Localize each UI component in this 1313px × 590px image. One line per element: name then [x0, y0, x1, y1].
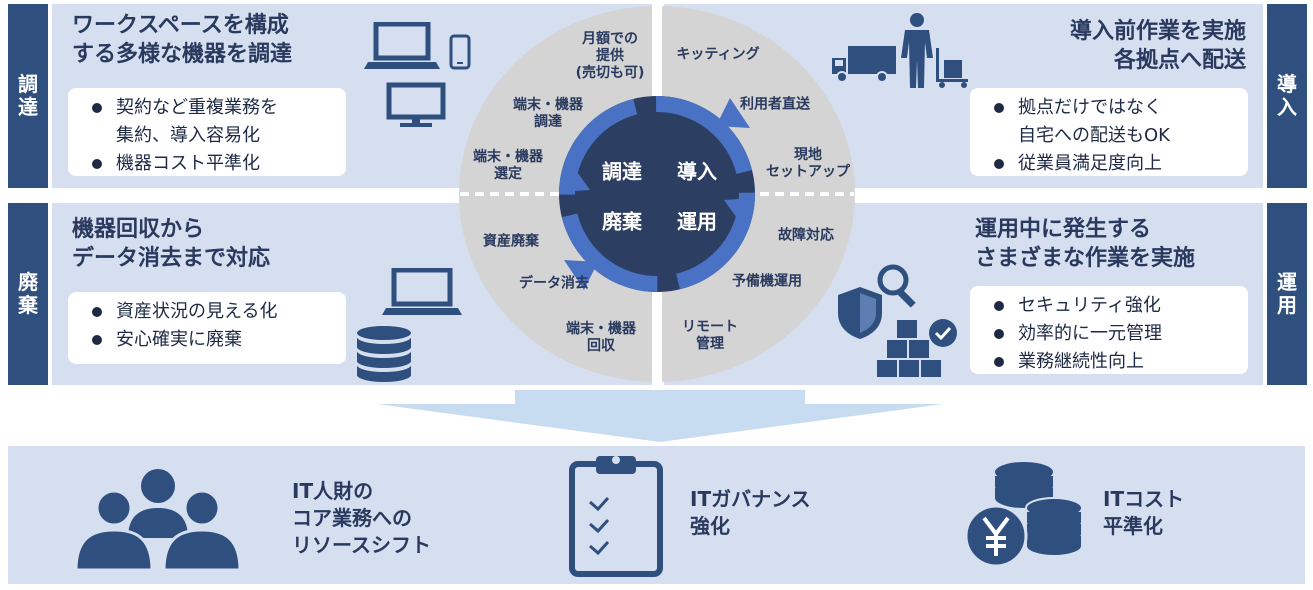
list-item: 資産状況の見える化 — [86, 298, 332, 326]
tab-procure: 調 達 — [8, 4, 48, 188]
shield-icon — [838, 287, 882, 339]
operate-title: 運用中に発生する さまざまな作業を実施 — [975, 217, 1196, 271]
core-procure: 調達 — [602, 159, 642, 184]
lifecycle-wheel — [459, 2, 855, 386]
yen-coins-icon — [964, 460, 1083, 568]
check-icon — [929, 319, 957, 347]
wheel-core — [559, 96, 755, 292]
boxes-icon — [877, 320, 941, 377]
truck-icon — [832, 46, 896, 83]
wheel-label-select: 端末・機器 選定 — [473, 149, 543, 182]
cycle-arrowhead — [560, 162, 590, 192]
list-item: 拠点だけではなく — [988, 94, 1234, 122]
deploy-title: 導入前作業を実施 各拠点へ配送 — [1069, 19, 1246, 73]
dispose-bullets: 資産状況の見える化 安心確実に廃棄 — [68, 292, 346, 364]
procure-bullets: 契約など重複業務を 集約、導入容易化 機器コスト平準化 — [68, 88, 346, 176]
wheel-label-monthly: 月額での 提供 (売切も可) — [575, 30, 645, 81]
wheel-label-direct: 利用者直送 — [740, 96, 810, 113]
magnifier-icon — [877, 264, 916, 308]
list-item: 従業員満足度向上 — [988, 150, 1234, 178]
wheel-label-remote: リモート 管理 — [682, 319, 738, 352]
core-dispose: 廃棄 — [602, 209, 642, 234]
list-item: 業務継続性向上 — [988, 348, 1234, 376]
laptop-icon — [382, 268, 462, 315]
wheel-label-onsite: 現地 セットアップ — [766, 147, 850, 180]
operate-bullets: セキュリティ強化 効率的に一元管理 業務継続性向上 — [970, 286, 1248, 374]
list-item: 集約、導入容易化 — [116, 125, 260, 146]
tab-operate: 運 用 — [1267, 203, 1307, 385]
tab-deploy: 導 入 — [1267, 4, 1307, 188]
cycle-arrowhead — [564, 260, 598, 290]
wheel-label-procure: 端末・機器 調達 — [513, 97, 583, 130]
cycle-arrowhead — [716, 98, 750, 128]
cycle-arrow-ring — [559, 96, 755, 292]
list-item: 効率的に一元管理 — [988, 320, 1234, 348]
list-item: 契約など重複業務を — [86, 94, 332, 122]
dispose-title: 機器回収から データ消去まで対応 — [72, 217, 271, 271]
wheel-label-fault: 故障対応 — [778, 227, 834, 244]
list-item: 機器コスト平準化 — [86, 150, 332, 178]
outcome-governance: ITガバナンス 強化 — [690, 487, 811, 538]
wheel-label-spare: 予備機運用 — [732, 273, 802, 290]
wheel-label-erase: データ消去 — [519, 275, 589, 292]
wheel-label-asset: 資産廃棄 — [483, 233, 539, 250]
tab-dispose: 廃 棄 — [8, 203, 48, 385]
list-item: 安心確実に廃棄 — [86, 326, 332, 354]
wheel-label-kitting: キッティング — [676, 46, 760, 63]
cycle-arrowhead — [724, 198, 754, 228]
wheel-label-collect: 端末・機器 回収 — [566, 321, 636, 354]
down-arrow — [377, 390, 943, 442]
laptop-icon — [364, 22, 440, 69]
core-deploy: 導入 — [677, 159, 717, 184]
monitor-icon — [386, 82, 446, 127]
people-icon — [74, 469, 242, 572]
clipboard-icon — [569, 456, 663, 577]
smartphone-icon — [449, 34, 471, 70]
outcome-talent: IT人財の コア業務への リソースシフト — [292, 479, 431, 557]
core-operate: 運用 — [677, 209, 717, 234]
outcome-cost: ITコスト 平準化 — [1103, 487, 1185, 538]
deploy-bullets: 拠点だけではなく 自宅への配送もOK 従業員満足度向上 — [970, 88, 1248, 176]
hand-cart-icon — [936, 48, 968, 88]
worker-icon — [901, 13, 933, 88]
list-item: 自宅への配送もOK — [1018, 125, 1170, 146]
list-item: セキュリティ強化 — [988, 292, 1234, 320]
database-icon — [357, 326, 411, 382]
procure-title: ワークスペースを構成 する多様な機器を調達 — [72, 13, 293, 67]
